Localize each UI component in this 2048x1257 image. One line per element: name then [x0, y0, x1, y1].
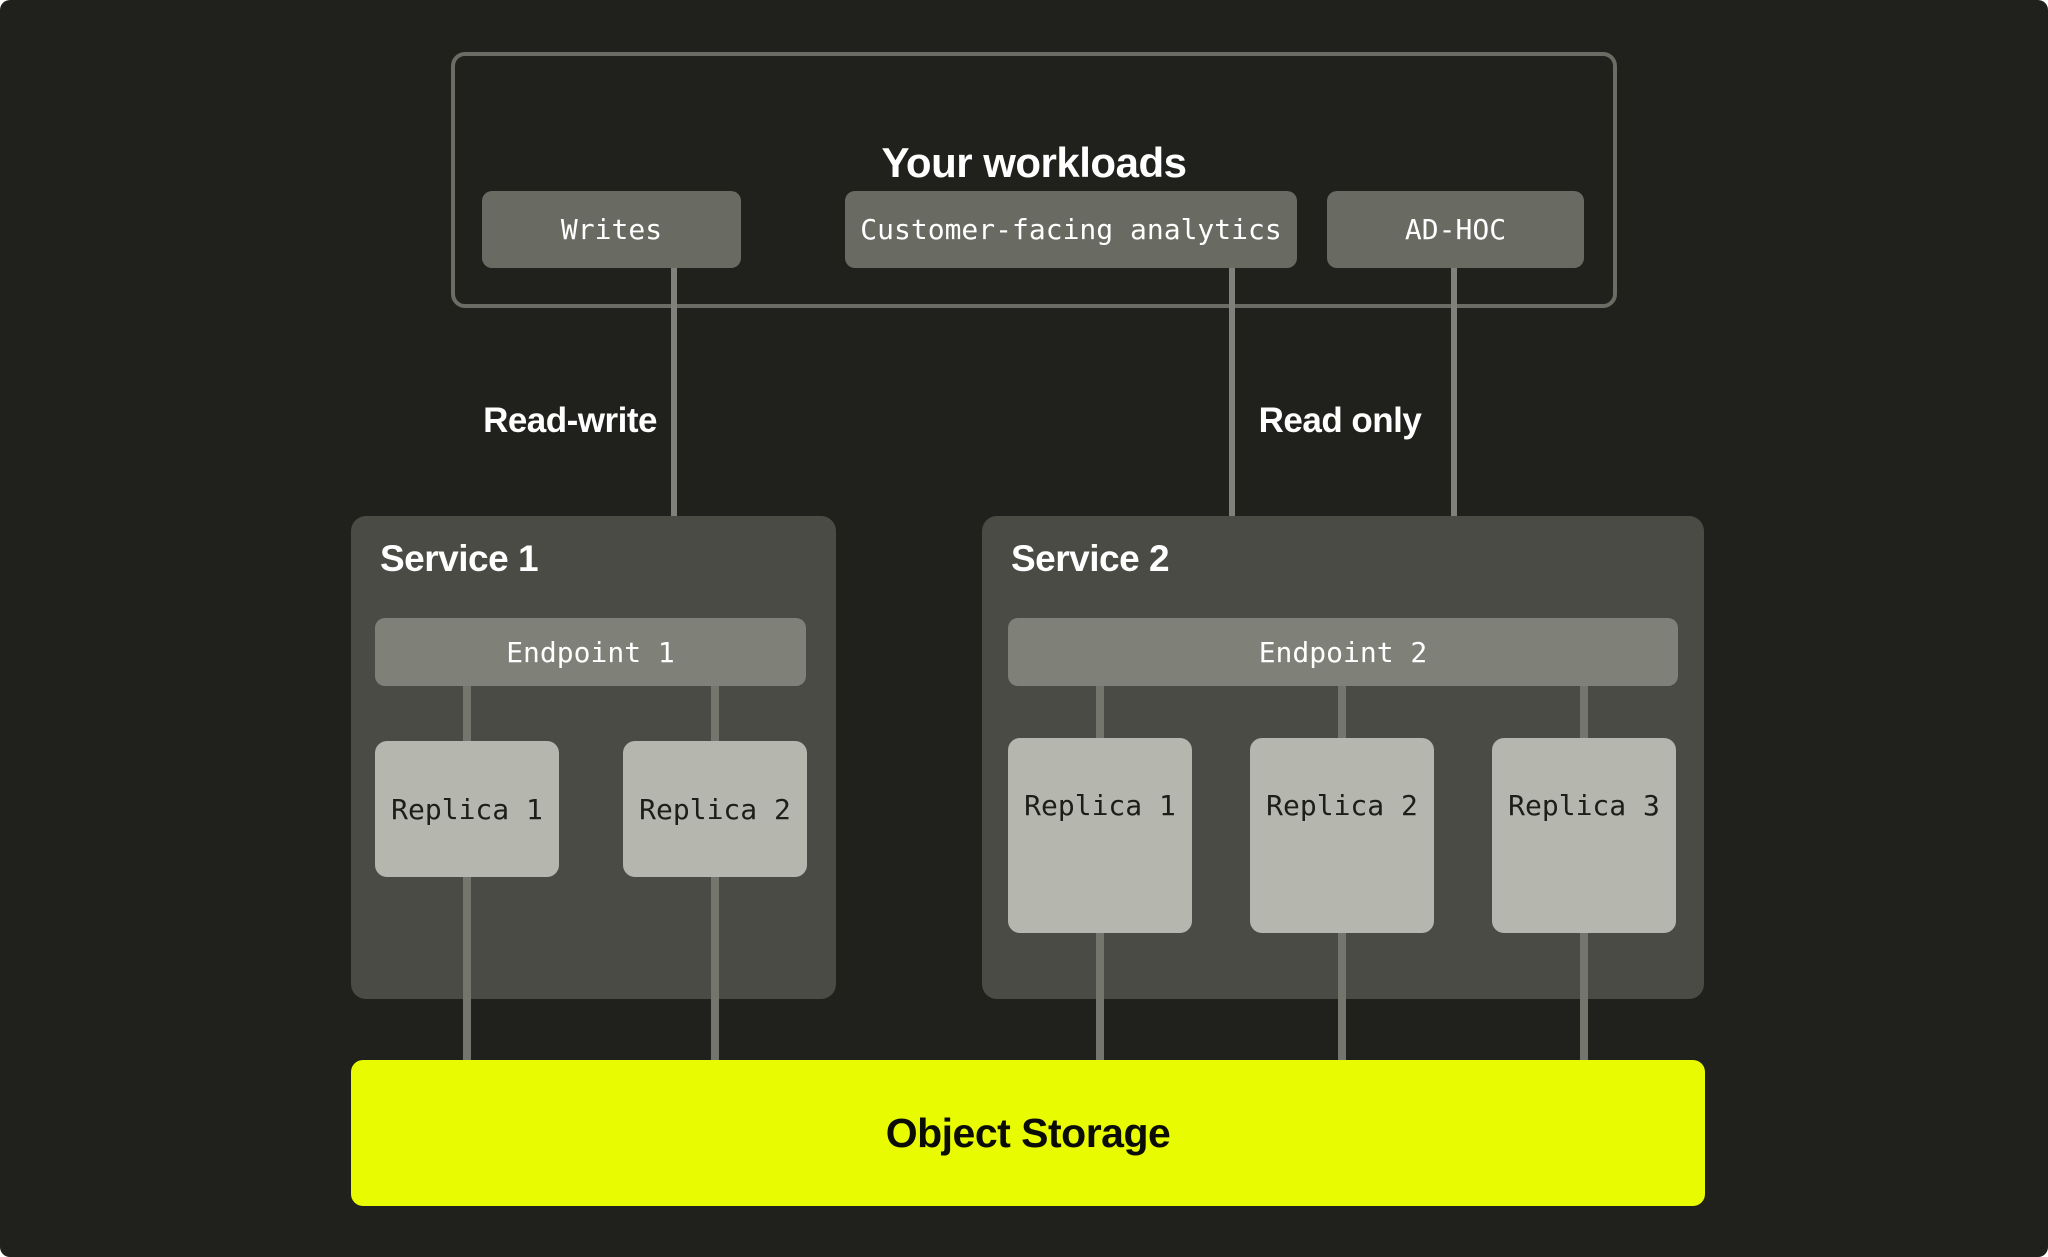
workload-chip-ad-hoc: AD-HOC	[1327, 191, 1584, 268]
service1-replica-1-node: Replica 1	[375, 741, 559, 877]
object-storage-label: Object Storage	[885, 1109, 1171, 1156]
service1-replica-2-node: Replica 2	[623, 741, 807, 877]
workloads-title: Your workloads	[881, 139, 1187, 186]
workload-chip-writes: Writes	[482, 191, 741, 268]
arrow-writes-to-endpoint1	[671, 268, 677, 588]
endpoint-2-node: Endpoint 2	[1008, 618, 1678, 686]
endpoint-1-label: Endpoint 1	[506, 635, 675, 669]
workload-chip-writes-label: Writes	[560, 213, 663, 246]
endpoint-1-node: Endpoint 1	[375, 618, 806, 686]
service2-replica-1-node: Replica 1	[1008, 738, 1192, 933]
flow-label-read-only: Read only	[1258, 401, 1422, 440]
service2-replica-1-label: Replica 1	[1024, 789, 1176, 822]
service2-replica-2-label: Replica 2	[1266, 789, 1418, 822]
workloads-group-box: Your workloads	[451, 52, 1617, 308]
service1-replica-2-label: Replica 2	[639, 792, 791, 826]
workload-chip-customer-facing-analytics: Customer-facing analytics	[845, 191, 1297, 268]
workload-chip-adhoc-label: AD-HOC	[1404, 213, 1507, 246]
service2-replica-3-label: Replica 3	[1508, 789, 1660, 822]
arrow-analytics-to-endpoint2	[1229, 268, 1235, 588]
service1-replica-1-label: Replica 1	[391, 792, 543, 826]
endpoint-2-label: Endpoint 2	[1258, 635, 1428, 669]
object-storage-bar: Object Storage	[351, 1060, 1705, 1206]
flow-label-read-write: Read-write	[483, 401, 657, 440]
service2-replica-3-node: Replica 3	[1492, 738, 1676, 933]
arrow-adhoc-to-endpoint2	[1451, 268, 1457, 588]
workload-chip-analytics-label: Customer-facing analytics	[860, 213, 1282, 246]
service-1-title: Service 1	[380, 538, 539, 579]
service2-replica-2-node: Replica 2	[1250, 738, 1434, 933]
service-2-title: Service 2	[1011, 538, 1170, 579]
